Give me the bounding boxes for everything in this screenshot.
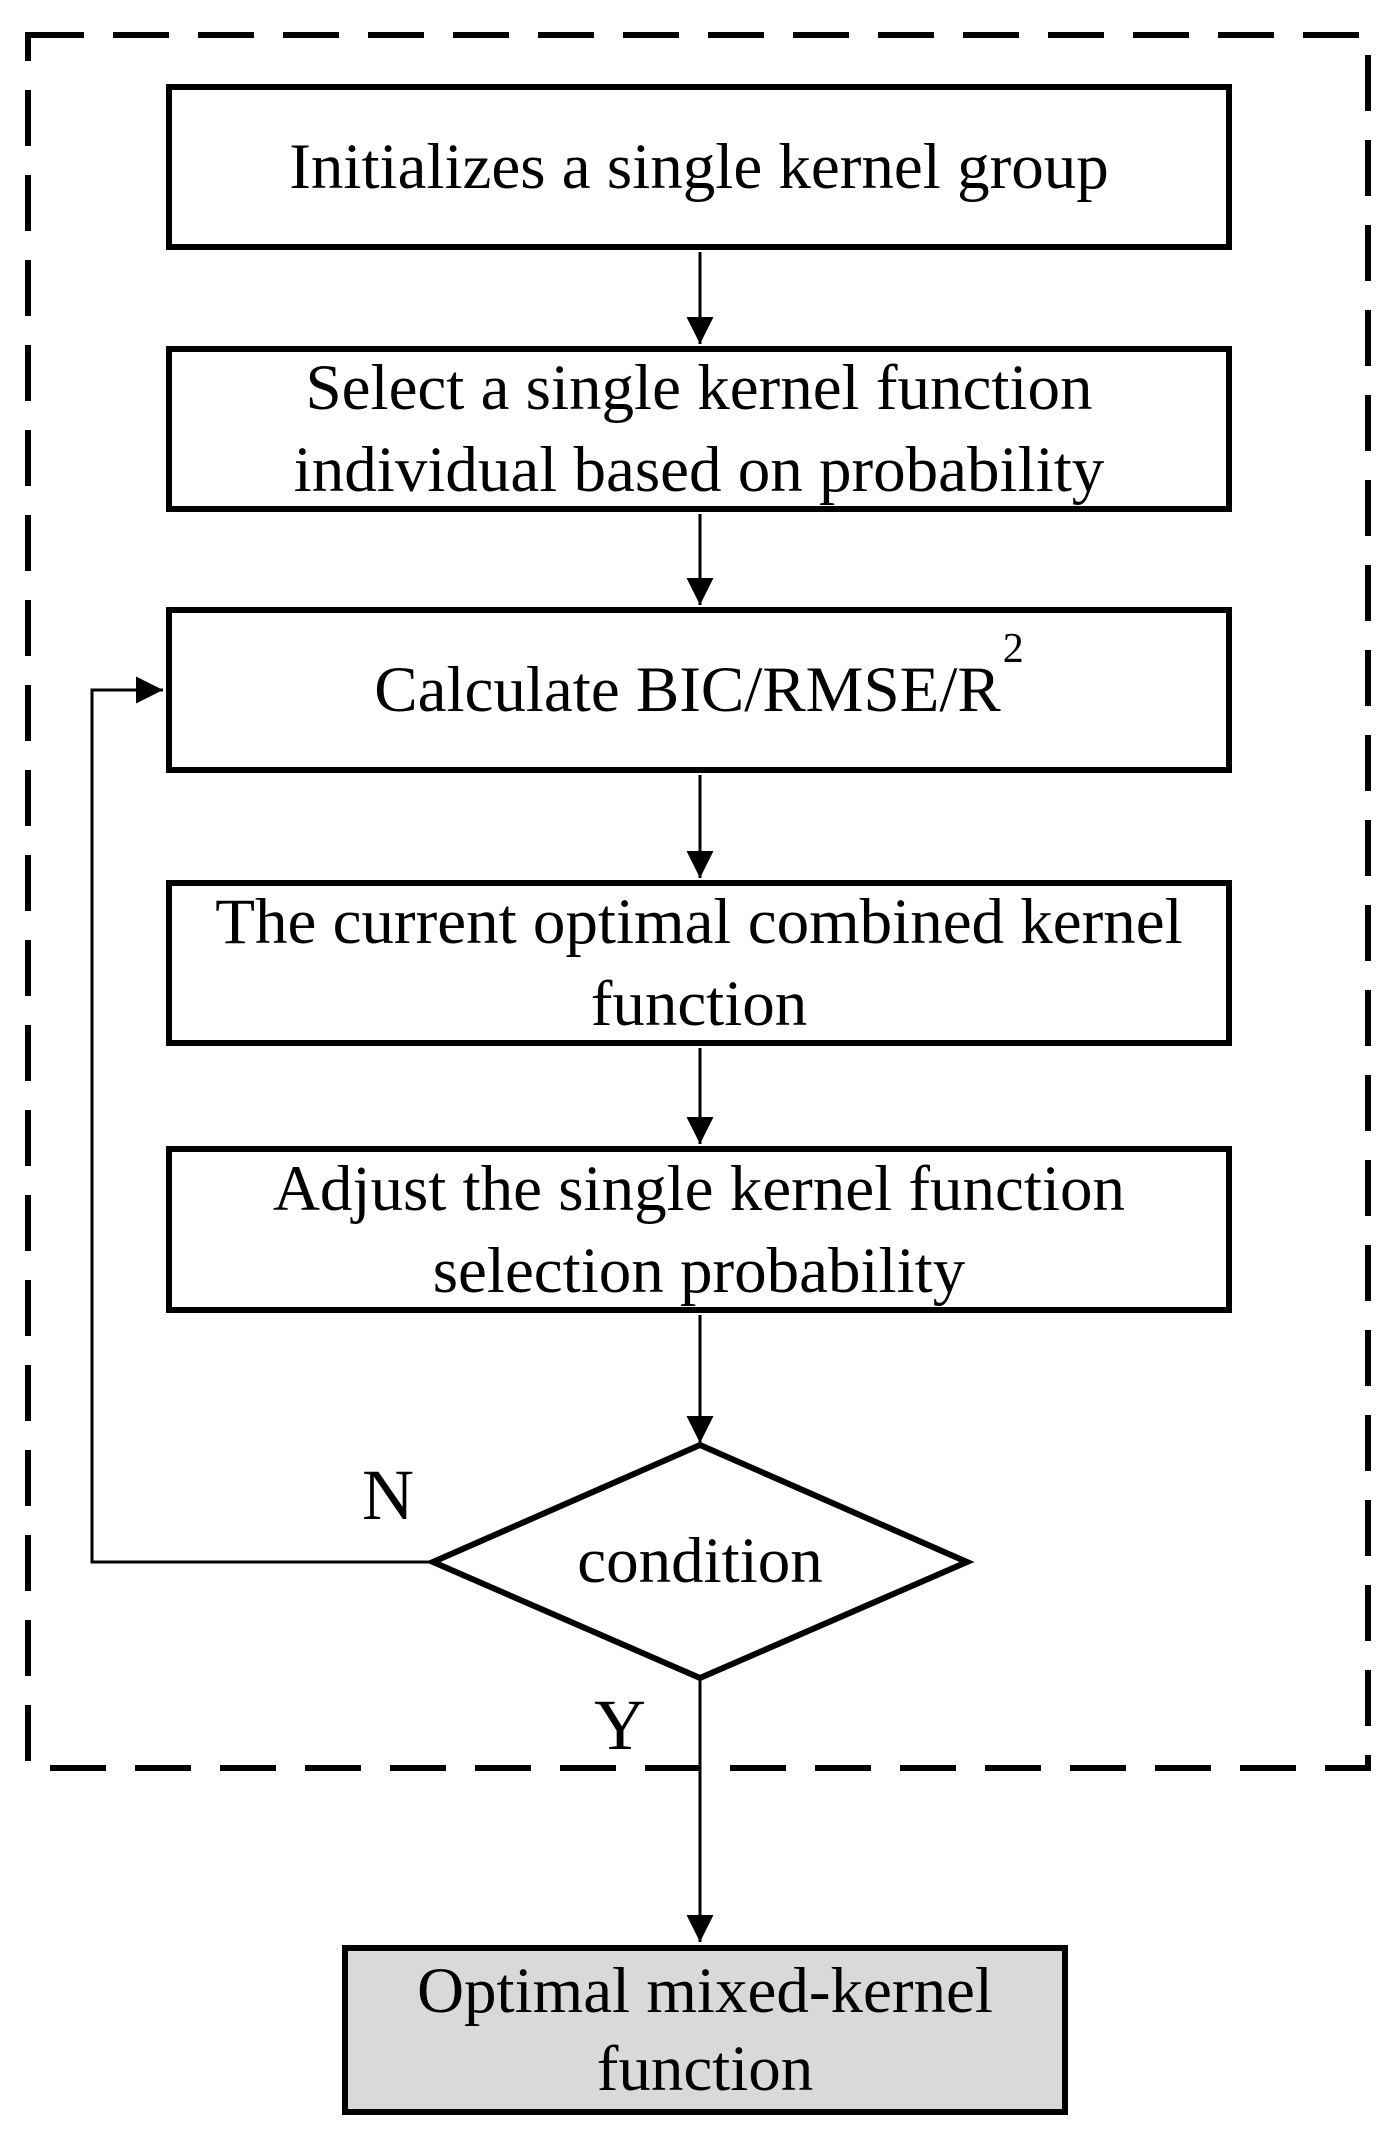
decision-condition-label: condition [577,1525,823,1597]
step-adjust-selection-probability: Adjust the single kernel function select… [166,1146,1232,1313]
yes-branch-label: Y [594,1684,646,1765]
step-current-optimal-kernel: The current optimal combined kernel func… [166,880,1232,1046]
step-text: selection probability [432,1234,966,1307]
no-branch-label: N [362,1454,414,1535]
step-text: Initializes a single kernel group [289,131,1109,203]
arrow-loop-back-to-calc [90,676,433,1564]
output-text: Optimal mixed-kernel [417,1955,993,2027]
output-optimal-mixed-kernel: Optimal mixed-kernel function [342,1945,1068,2115]
step-text: function [590,968,808,1040]
step-text: The current optimal combined kernel [215,886,1183,958]
step-select-kernel-function: Select a single kernel function individu… [166,346,1232,512]
output-text: function [596,2033,814,2105]
step-text: Calculate BIC/RMSE/R2 [374,628,1024,731]
step-text: Select a single kernel function [305,352,1093,424]
step-text: individual based on probability [293,434,1105,506]
superscript-2: 2 [1002,626,1024,673]
step-initialize-kernel-group: Initializes a single kernel group [166,84,1232,250]
decision-diamond-shape [425,1441,975,1682]
step-text: Adjust the single kernel function [272,1152,1126,1225]
step-calculate-metrics: Calculate BIC/RMSE/R2 [166,607,1232,773]
dashed-loop-boundary [25,32,1371,1771]
step-text-main: Calculate BIC/RMSE/R [374,654,1001,726]
